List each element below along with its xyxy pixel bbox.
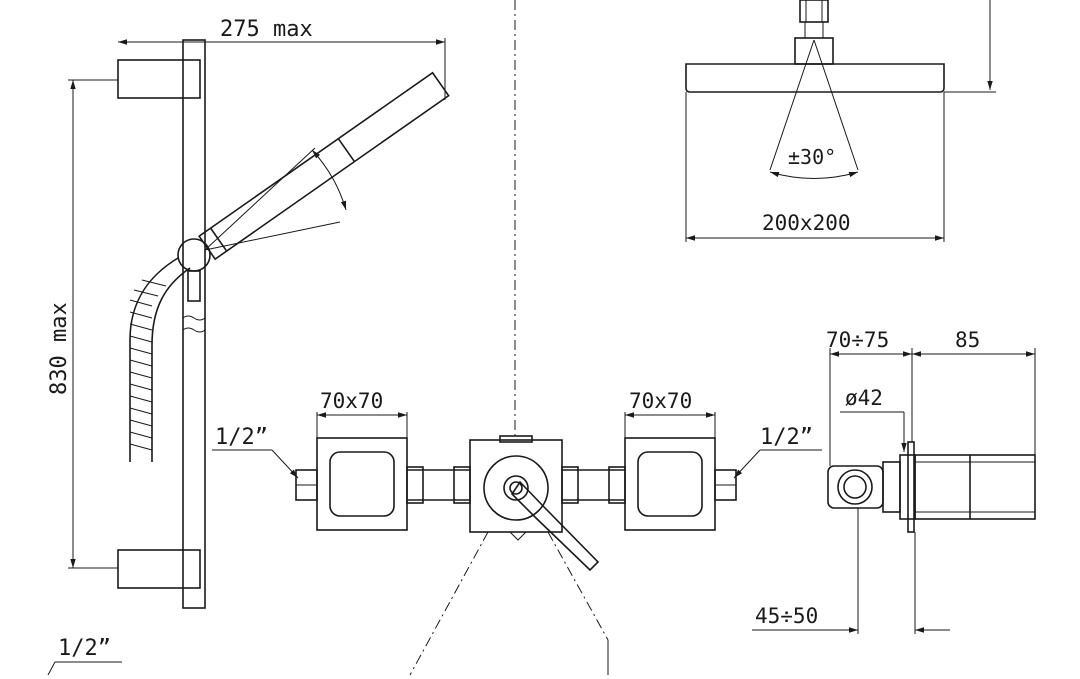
shower-hose xyxy=(129,257,179,462)
label-right-inlet-thread: 1/2” xyxy=(760,425,813,450)
dim-flange-diameter: ø42 xyxy=(845,386,883,410)
dim-rail-height-max: 830 max xyxy=(47,302,72,395)
label-bottom-thread: 1/2” xyxy=(58,636,111,661)
mixer-side-view: 70÷75 85 ø42 45÷50 xyxy=(752,328,1036,634)
concealed-mixer-assembly: 70x70 70x70 1/2” 1/2” xyxy=(212,389,822,676)
hand-shower-handle xyxy=(198,71,450,261)
tilt-angle-line xyxy=(204,221,341,251)
mixer-rosette xyxy=(483,455,549,521)
dim-wall-recess: 45÷50 xyxy=(755,604,818,628)
slide-rail xyxy=(182,39,206,609)
shower-arm-fitting xyxy=(799,0,829,23)
hose-ribs xyxy=(129,279,167,451)
dim-left-body-size: 70x70 xyxy=(320,389,383,413)
overhead-shower-head: ±30° 200x200 xyxy=(685,0,996,242)
tilt-angle-arc xyxy=(311,149,347,211)
tilt-angle-line xyxy=(204,147,316,251)
slide-rail-assembly: 275 max 830 max xyxy=(47,17,450,609)
shower-head-plate xyxy=(685,63,945,93)
side-handle-body xyxy=(914,454,1036,520)
top-wall-bracket xyxy=(117,59,201,99)
slider-clamp xyxy=(187,270,201,302)
dim-head-tilt: ±30° xyxy=(788,145,836,169)
side-connector xyxy=(827,465,884,509)
bottom-wall-bracket xyxy=(117,549,201,589)
head-tilt-arc xyxy=(769,171,859,179)
dim-plate-depth: 70÷75 xyxy=(826,328,889,352)
rail-break-mark xyxy=(182,315,206,333)
label-left-inlet-thread: 1/2” xyxy=(215,425,268,450)
dim-head-size: 200x200 xyxy=(762,211,851,235)
dim-right-body-size: 70x70 xyxy=(629,389,692,413)
shower-head-connector xyxy=(794,37,834,65)
dim-handle-depth: 85 xyxy=(955,328,980,352)
hand-shower xyxy=(198,71,450,261)
mixer-lever xyxy=(510,480,600,572)
bottom-inlet-callout: 1/2” xyxy=(47,636,122,676)
dim-shower-arm-max: 275 max xyxy=(220,17,313,42)
